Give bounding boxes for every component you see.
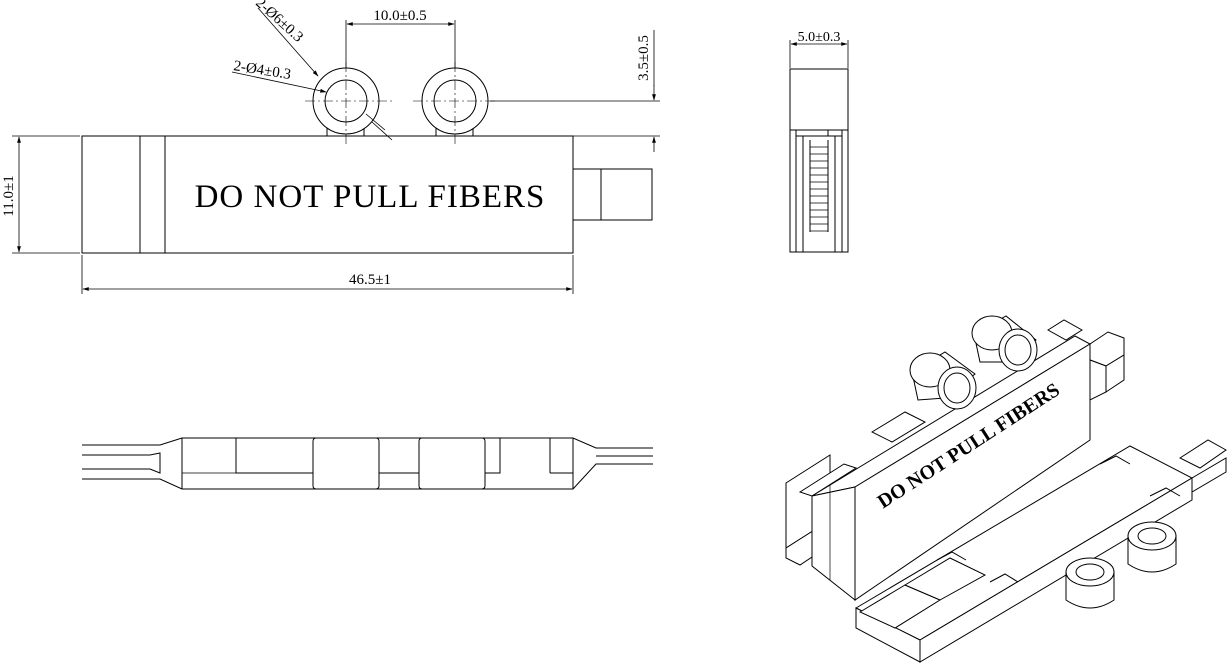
side-width-dim: 5.0±0.3: [798, 30, 841, 45]
front-dimensions: 10.0±0.5 2-Ø6±0.3 2-Ø4±0.3 3.5±0.5 11.0±…: [1, 0, 660, 294]
outer-diameter-dim: 2-Ø6±0.3: [252, 0, 306, 46]
front-view: DO NOT PULL FIBERS: [81, 62, 653, 254]
iso-lower-part: [854, 439, 1227, 663]
side-view: 5.0±0.3: [789, 30, 849, 253]
iso-tube-right: [971, 315, 1038, 372]
iso-tube-lower-right: [1127, 521, 1177, 573]
iso-tube-left: [909, 351, 977, 410]
body-length-dim: 46.5±1: [349, 272, 391, 288]
right-connector: [572, 168, 653, 221]
hole-spacing-dim: 10.0±0.5: [373, 8, 426, 24]
inner-diameter-dim: 2-Ø4±0.3: [232, 58, 292, 83]
body-height-dim: 11.0±1: [1, 175, 17, 216]
top-view: [82, 437, 653, 490]
iso-tube-lower-left: [1065, 557, 1115, 609]
height-offset-dim: 3.5±0.5: [636, 35, 652, 81]
body-label: DO NOT PULL FIBERS: [195, 179, 546, 215]
